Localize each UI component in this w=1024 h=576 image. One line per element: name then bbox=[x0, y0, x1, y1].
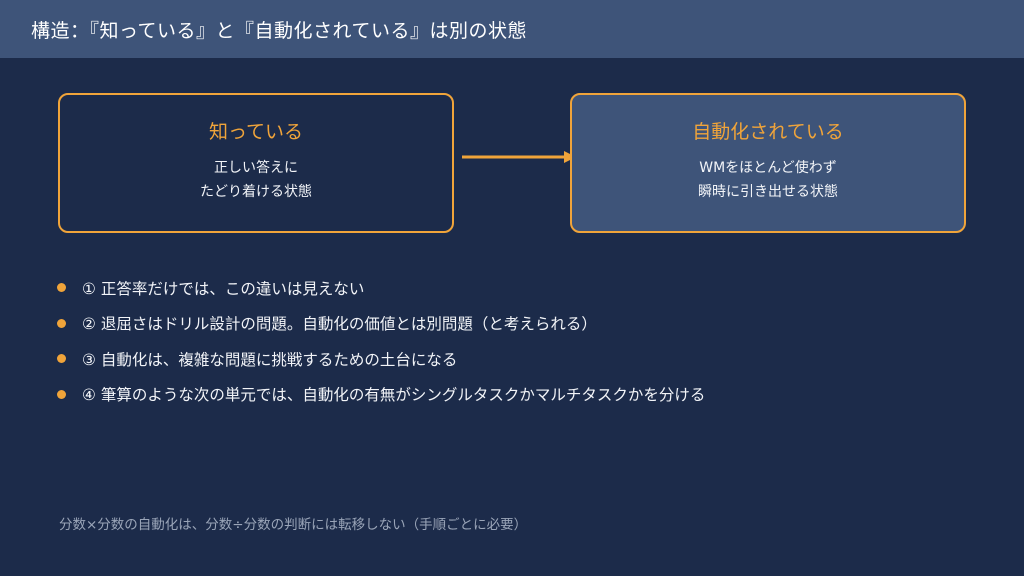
slide-title: 構造：『知っている』と『自動化されている』は別の状態 bbox=[31, 19, 527, 42]
known-state-line: たどり着ける状態 bbox=[200, 184, 312, 200]
bullet-text: ③ 自動化は、複雑な問題に挑戦するための土台になる bbox=[82, 350, 458, 369]
slide-header: 構造：『知っている』と『自動化されている』は別の状態 bbox=[0, 0, 1024, 58]
bullet-text: ② 退屈さはドリル設計の問題。自動化の価値とは別問題（と考えられる） bbox=[82, 315, 597, 334]
automated-state-title: 自動化されている bbox=[692, 121, 844, 143]
bullet-dot-icon bbox=[57, 318, 66, 328]
bullet-text: ④ 筆算のような次の単元では、自動化の有無がシングルタスクかマルチタスクかを分け… bbox=[82, 386, 706, 405]
footnote: 分数×分数の自動化は、分数÷分数の判断には転移しない（手順ごとに必要） bbox=[59, 517, 528, 533]
bullet-dot-icon bbox=[57, 354, 66, 364]
automated-state-description: WMをほとんど使わず 瞬時に引き出せる状態 bbox=[698, 156, 838, 204]
bullet-dot-icon bbox=[57, 389, 66, 399]
known-state-line: 正しい答えに bbox=[214, 160, 298, 176]
bullet-item: ② 退屈さはドリル設計の問題。自動化の価値とは別問題（と考えられる） bbox=[54, 306, 705, 342]
automated-state-box: 自動化されている WMをほとんど使わず 瞬時に引き出せる状態 bbox=[570, 93, 966, 233]
known-state-title: 知っている bbox=[208, 121, 304, 143]
automated-state-line: WMをほとんど使わず bbox=[699, 160, 837, 176]
bullet-item: ① 正答率だけでは、この違いは見えない bbox=[54, 270, 705, 306]
bullet-dot-icon bbox=[57, 283, 66, 293]
bullet-item: ③ 自動化は、複雑な問題に挑戦するための土台になる bbox=[54, 341, 705, 377]
bullet-item: ④ 筆算のような次の単元では、自動化の有無がシングルタスクかマルチタスクかを分け… bbox=[54, 377, 705, 413]
automated-state-line: 瞬時に引き出せる状態 bbox=[698, 184, 838, 200]
known-state-box: 知っている 正しい答えに たどり着ける状態 bbox=[58, 93, 454, 233]
arrow-right-icon bbox=[462, 151, 576, 163]
bullet-list: ① 正答率だけでは、この違いは見えない ② 退屈さはドリル設計の問題。自動化の価… bbox=[54, 270, 705, 412]
bullet-text: ① 正答率だけでは、この違いは見えない bbox=[82, 279, 365, 298]
known-state-description: 正しい答えに たどり着ける状態 bbox=[200, 156, 312, 204]
